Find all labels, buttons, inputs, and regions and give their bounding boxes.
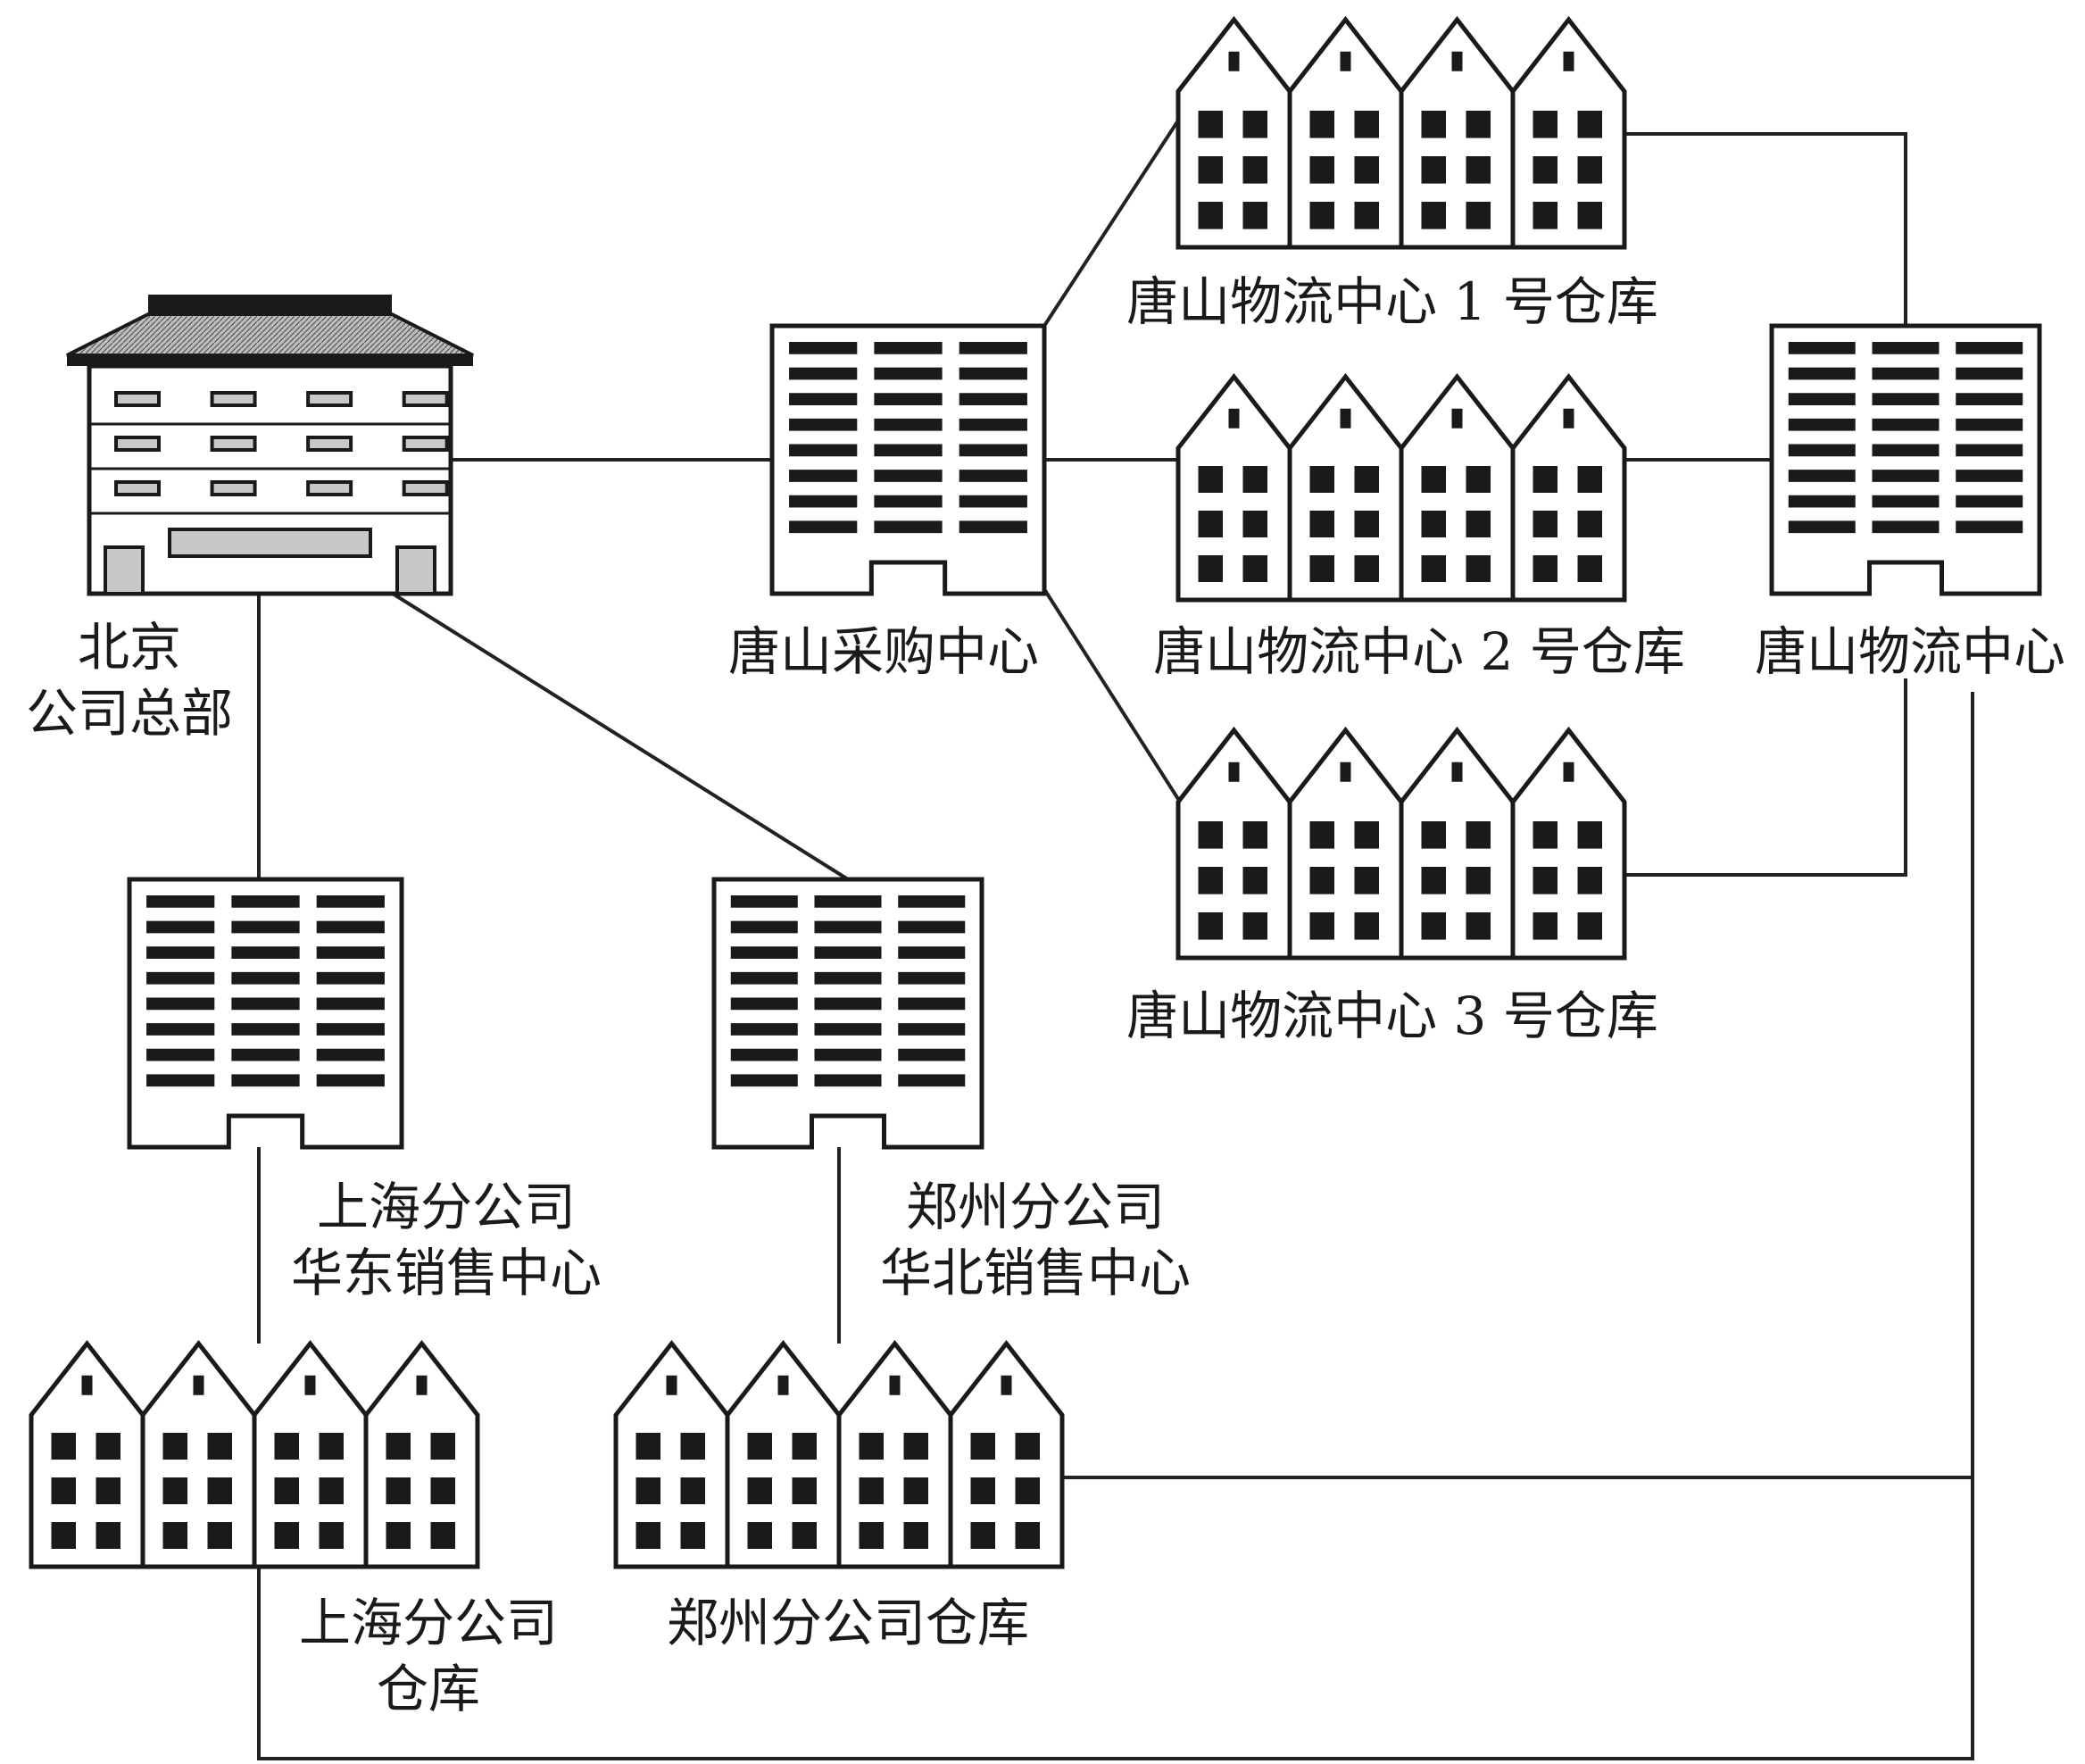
link-purchase-to-wh3	[1042, 587, 1180, 801]
label-wh2-line-1: 唐山物流中心 2 号仓库	[1153, 621, 1685, 682]
label-zhengzhou-sales-line-1: 郑州分公司	[906, 1177, 1165, 1237]
building-purchase-icon	[769, 323, 1047, 596]
building-icons	[29, 15, 2042, 1569]
label-hq-line-2: 公司总部	[26, 683, 233, 744]
building-hq-icon	[66, 295, 474, 596]
link-hq-to-zhengzhou_sales	[391, 592, 850, 881]
label-wh1: 唐山物流中心 1 号仓库	[1126, 271, 1658, 332]
label-zhengzhou-sales-line-2: 华北销售中心	[880, 1243, 1191, 1303]
connection-lines	[257, 119, 1974, 1760]
label-purchase: 唐山采购中心	[728, 621, 1039, 682]
building-zhengzhou-wh-icon	[613, 1339, 1065, 1569]
label-purchase-line-1: 唐山采购中心	[728, 621, 1039, 682]
label-logistics-line-1: 唐山物流中心	[1755, 621, 2065, 682]
link-shanghai_wh-to-logistics	[257, 692, 1974, 1760]
label-shanghai-wh-line-1: 上海分公司	[299, 1593, 558, 1653]
label-wh1-line-1: 唐山物流中心 1 号仓库	[1126, 271, 1658, 332]
building-wh3-icon	[1175, 726, 1627, 961]
label-shanghai-wh-line-2: 仓库	[377, 1659, 480, 1719]
building-wh1-icon	[1175, 15, 1627, 250]
building-zhengzhou-sales-icon	[711, 877, 984, 1150]
label-wh3: 唐山物流中心 3 号仓库	[1126, 986, 1658, 1046]
link-wh1-to-logistics	[1624, 132, 1907, 326]
building-shanghai-wh-icon	[29, 1339, 480, 1569]
label-shanghai-sales-line-1: 上海分公司	[317, 1177, 576, 1237]
link-wh3-to-logistics	[1624, 678, 1907, 877]
building-logistics-icon	[1769, 323, 2042, 596]
label-wh2: 唐山物流中心 2 号仓库	[1153, 621, 1685, 682]
label-logistics: 唐山物流中心	[1755, 621, 2065, 682]
link-purchase-to-wh1	[1042, 119, 1180, 328]
label-zhengzhou-wh-line-1: 郑州分公司仓库	[667, 1593, 1029, 1653]
building-wh2-icon	[1175, 372, 1627, 603]
label-wh3-line-1: 唐山物流中心 3 号仓库	[1126, 986, 1658, 1046]
building-shanghai-sales-icon	[127, 877, 404, 1150]
label-hq-line-1: 北京	[78, 617, 181, 678]
label-shanghai-sales-line-2: 华东销售中心	[291, 1243, 602, 1303]
label-zhengzhou-wh: 郑州分公司仓库	[667, 1593, 1029, 1653]
